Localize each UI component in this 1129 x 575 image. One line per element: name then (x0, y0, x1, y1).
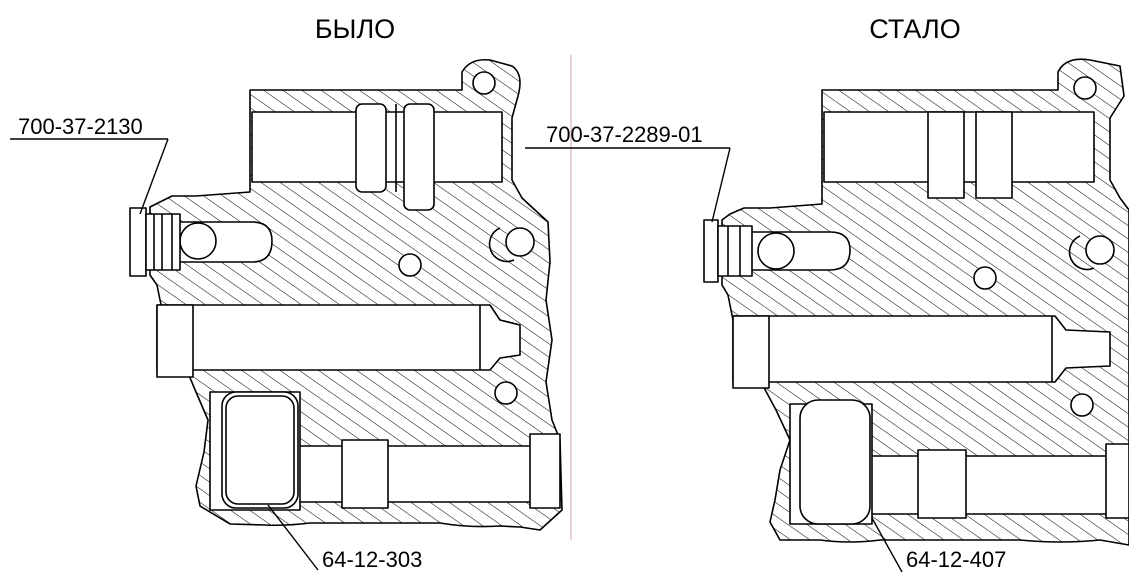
plug-part-number-after: 700-37-2289-01 (546, 122, 703, 147)
leader-cover-before (267, 504, 319, 571)
housing-section-after (703, 58, 1129, 546)
housing-section-before (129, 58, 563, 531)
cover-part-number-after: 64-12-407 (906, 547, 1006, 572)
cover-part-number-before: 64-12-303 (322, 547, 422, 572)
leader-cover-after (871, 517, 903, 573)
plug-part-number-before: 700-37-2130 (18, 114, 143, 139)
panel-after: СТАЛО (525, 14, 1129, 573)
panel-title-after: СТАЛО (869, 14, 961, 44)
panel-title-before: БЫЛО (315, 14, 395, 44)
panel-before: БЫЛО (10, 14, 563, 572)
